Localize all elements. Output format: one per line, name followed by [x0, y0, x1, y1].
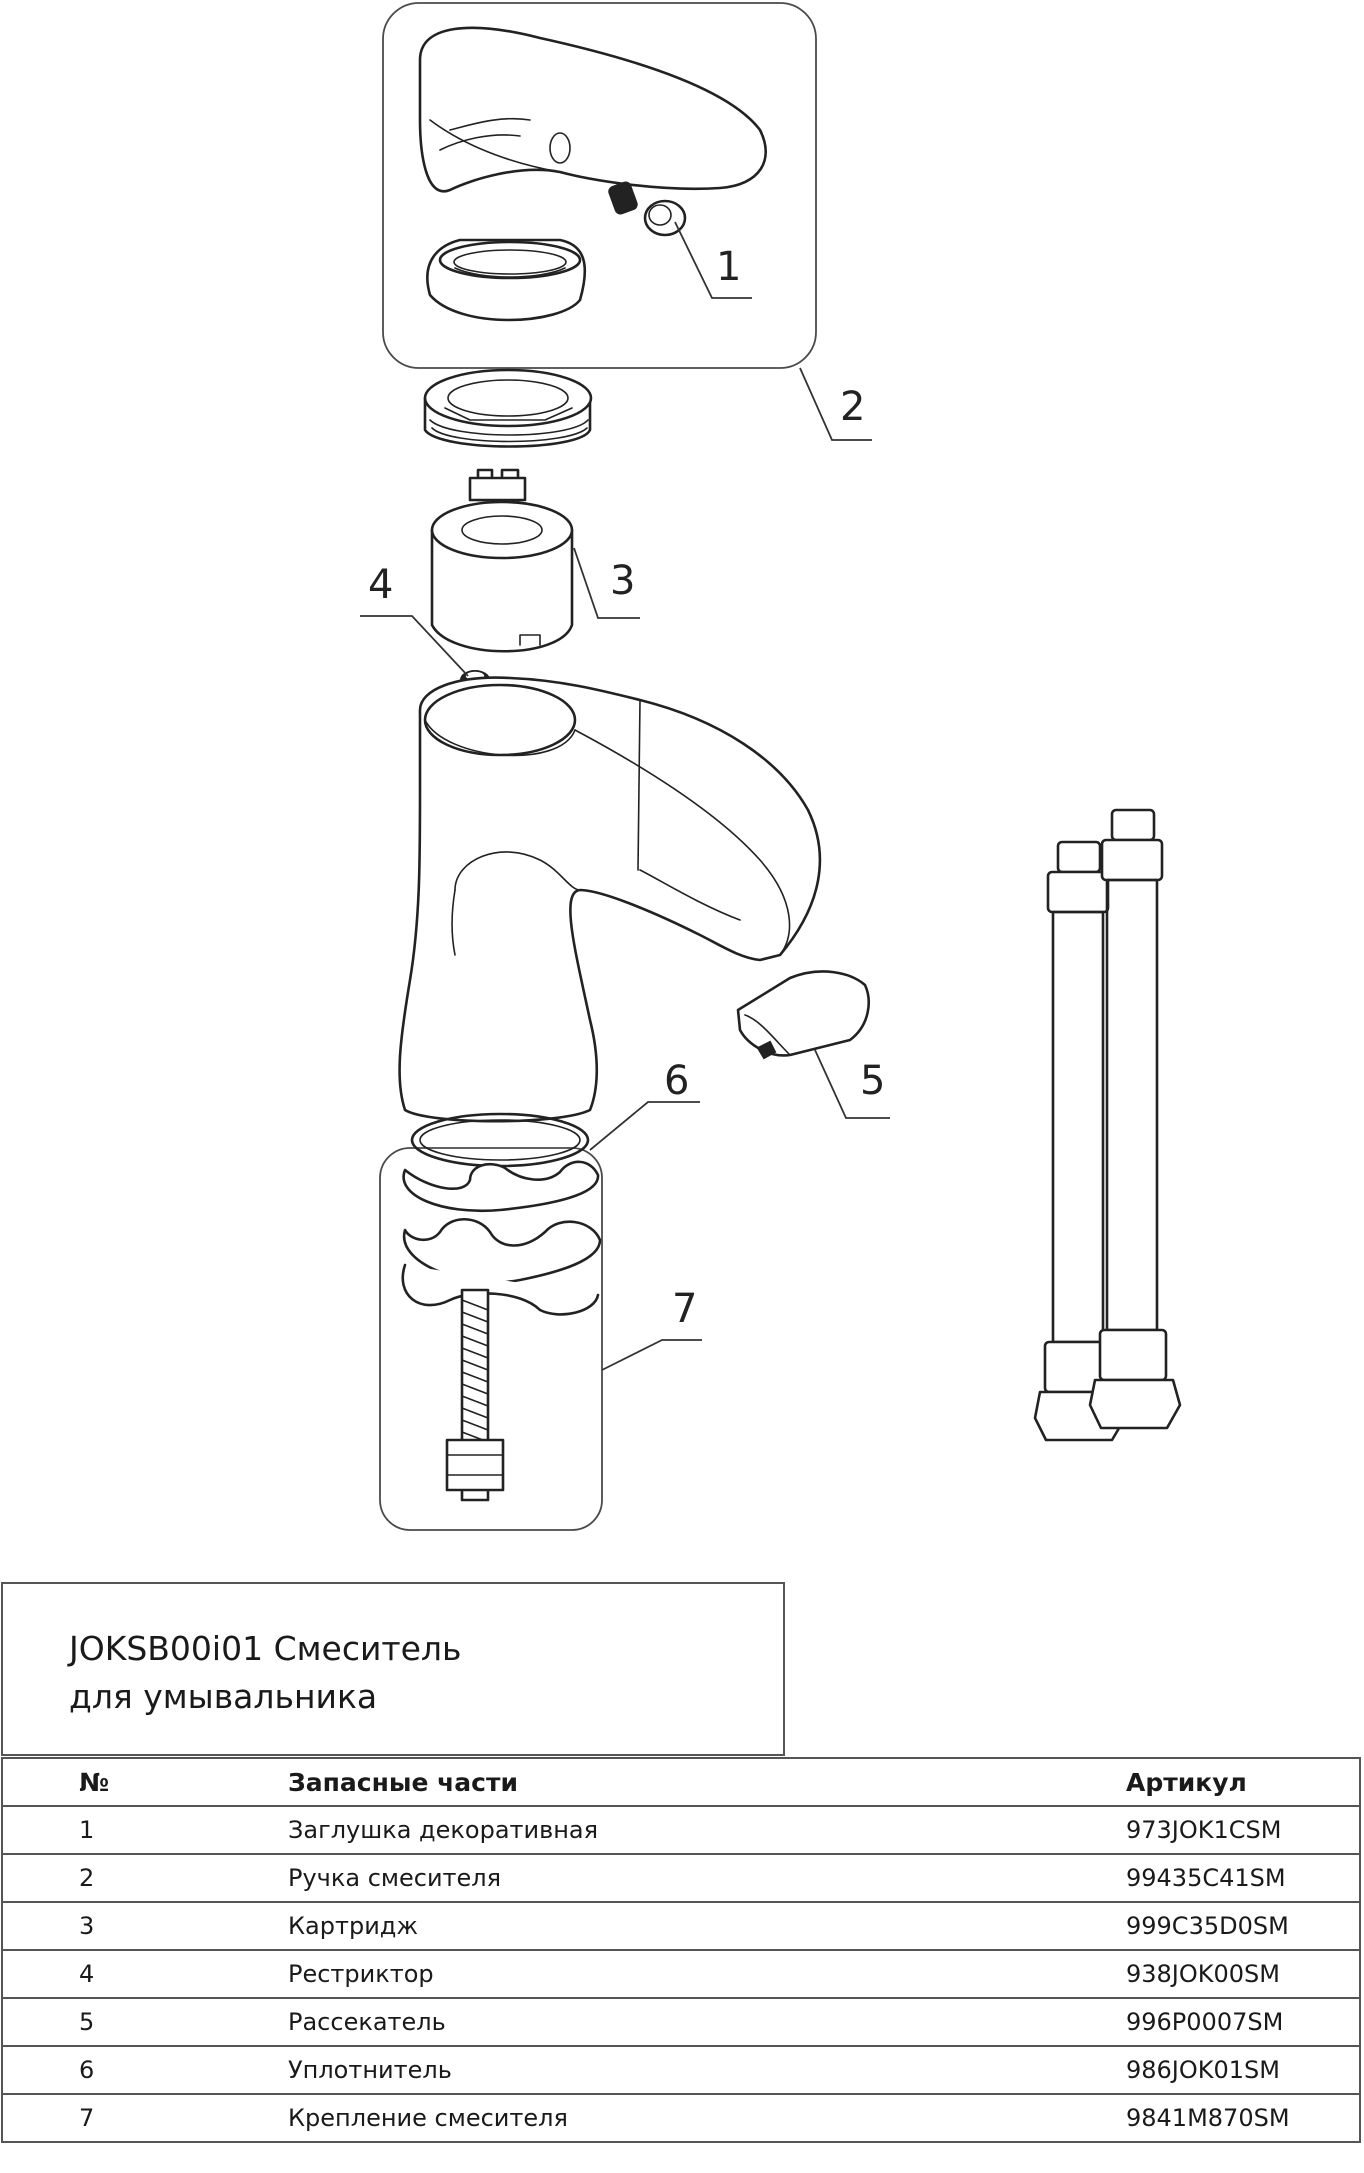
callout-6: 6: [664, 1058, 689, 1104]
product-subtitle: для умывальника: [69, 1677, 378, 1716]
row-number: 7: [1, 2094, 288, 2143]
table-row: 3 Картридж 999C35D0SM: [1, 1902, 1361, 1951]
row-number: 6: [1, 2046, 288, 2095]
title-block: JOKSB00i01 Смеситель для умывальника: [1, 1582, 785, 1756]
row-part-name: Картридж: [288, 1902, 1126, 1951]
table-row: 1 Заглушка декоративная 973JOK1CSM: [1, 1806, 1361, 1855]
exploded-parts-diagram: 1 2 3 4 5 6 7: [360, 2, 1182, 1531]
row-part-name: Крепление смесителя: [288, 2094, 1126, 2143]
callout-2: 2: [840, 384, 865, 430]
aerator: [736, 970, 870, 1060]
row-number: 3: [1, 1902, 288, 1951]
row-article: 938JOK00SM: [1126, 1950, 1361, 1999]
flexible-hoses: [1033, 808, 1182, 1442]
row-article: 996P0007SM: [1126, 1998, 1361, 2047]
callout-1: 1: [716, 244, 741, 290]
row-article: 986JOK01SM: [1126, 2046, 1361, 2095]
row-article: 973JOK1CSM: [1126, 1806, 1361, 1855]
handle-lever: [418, 26, 767, 193]
header-number: №: [1, 1757, 288, 1807]
spare-parts-table: № Запасные части Артикул 1 Заглушка деко…: [1, 1757, 1361, 2143]
handle-group-frame: [382, 2, 817, 369]
callout-3: 3: [610, 558, 635, 604]
mounting-kit: [401, 1160, 602, 1502]
handle-cap: [426, 238, 587, 322]
leader-4: [360, 615, 469, 677]
cartridge-nut: [423, 368, 593, 448]
row-part-name: Рассекатель: [288, 1998, 1126, 2047]
row-part-name: Рестриктор: [288, 1950, 1126, 1999]
row-article: 99435C41SM: [1126, 1854, 1361, 1903]
table-row: 4 Рестриктор 938JOK00SM: [1, 1950, 1361, 1999]
table-row: 6 Уплотнитель 986JOK01SM: [1, 2046, 1361, 2095]
row-part-name: Ручка смесителя: [288, 1854, 1126, 1903]
header-article: Артикул: [1126, 1757, 1361, 1807]
row-number: 1: [1, 1806, 288, 1855]
mounting-kit-frame: [379, 1147, 603, 1531]
decorative-plug: [608, 181, 687, 237]
callout-4: 4: [368, 562, 393, 608]
row-article: 9841M870SM: [1126, 2094, 1361, 2143]
table-row: 5 Рассекатель 996P0007SM: [1, 1998, 1361, 2047]
row-article: 999C35D0SM: [1126, 1902, 1361, 1951]
leader-3: [573, 547, 640, 619]
product-title: JOKSB00i01 Смеситель: [69, 1629, 462, 1668]
row-part-name: Уплотнитель: [288, 2046, 1126, 2095]
table-row: 7 Крепление смесителя 9841M870SM: [1, 2094, 1361, 2143]
callout-5: 5: [860, 1058, 885, 1104]
row-part-name: Заглушка декоративная: [288, 1806, 1126, 1855]
header-part-name: Запасные части: [288, 1757, 1126, 1807]
leader-2: [799, 367, 872, 441]
leader-6: [589, 1101, 700, 1151]
faucet-body: [398, 676, 822, 1123]
table-header-row: № Запасные части Артикул: [1, 1757, 1361, 1807]
leader-7: [601, 1339, 702, 1371]
row-number: 2: [1, 1854, 288, 1903]
table-row: 2 Ручка смесителя 99435C41SM: [1, 1854, 1361, 1903]
leader-5: [814, 1049, 890, 1119]
leader-1: [674, 221, 752, 299]
row-number: 4: [1, 1950, 288, 1999]
row-number: 5: [1, 1998, 288, 2047]
callout-7: 7: [672, 1286, 697, 1332]
cartridge: [430, 468, 574, 653]
